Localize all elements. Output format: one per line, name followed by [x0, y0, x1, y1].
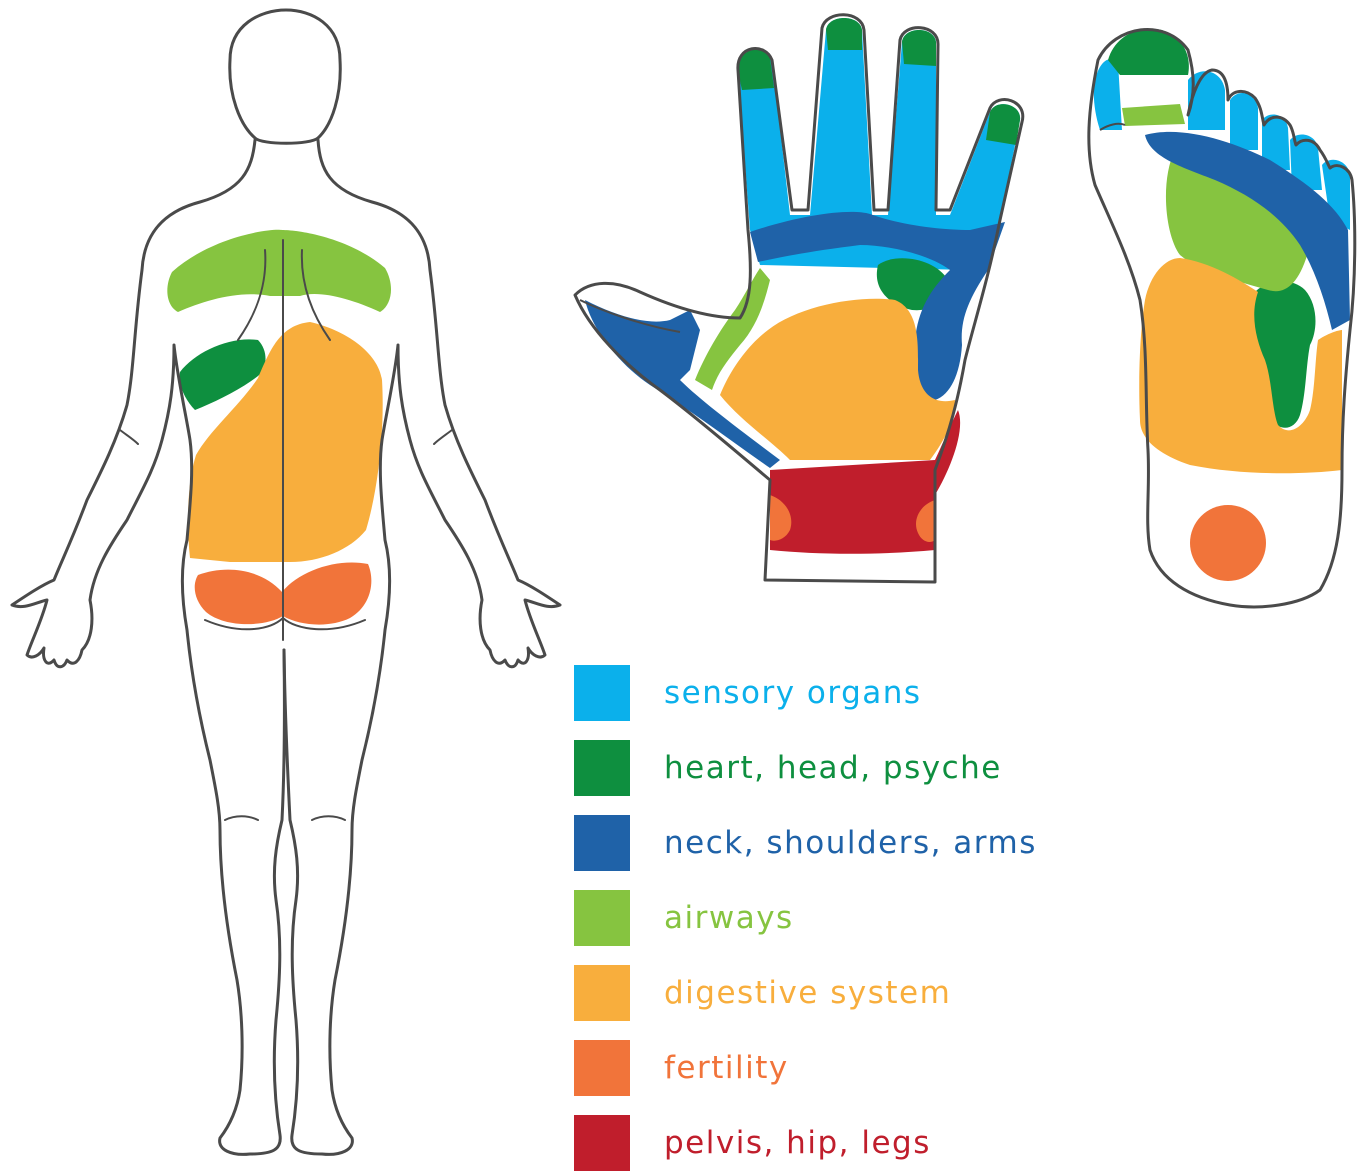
- legend-item-digestive: digestive system: [574, 965, 951, 1021]
- foot-zone-fertility: [1190, 505, 1266, 581]
- legend-label-pelvis: pelvis, hip, legs: [664, 1125, 931, 1161]
- legend-swatch-sensory: [574, 665, 630, 721]
- body-zone-airways: [167, 230, 391, 312]
- legend-swatch-digestive: [574, 965, 630, 1021]
- legend-label-sensory: sensory organs: [664, 675, 922, 711]
- legend-label-fertility: fertility: [664, 1050, 789, 1086]
- body-back-view: [12, 10, 560, 1154]
- legend-swatch-pelvis: [574, 1115, 630, 1171]
- legend-item-heart: heart, head, psyche: [574, 740, 1002, 796]
- legend-swatch-neck: [574, 815, 630, 871]
- legend-swatch-fertility: [574, 1040, 630, 1096]
- legend-item-pelvis: pelvis, hip, legs: [574, 1115, 931, 1171]
- legend-item-sensory: sensory organs: [574, 665, 922, 721]
- body-head-outline: [230, 10, 340, 143]
- legend-swatch-airways: [574, 890, 630, 946]
- foot-zone-digestive: [1139, 258, 1342, 473]
- legend-label-neck: neck, shoulders, arms: [664, 825, 1037, 861]
- legend-item-fertility: fertility: [574, 1040, 789, 1096]
- legend-swatch-heart: [574, 740, 630, 796]
- legend-label-heart: heart, head, psyche: [664, 750, 1002, 786]
- legend-item-airways: airways: [574, 890, 794, 946]
- legend-item-neck: neck, shoulders, arms: [574, 815, 1037, 871]
- legend-label-airways: airways: [664, 900, 794, 936]
- foot-view: [1089, 29, 1355, 607]
- legend-label-digestive: digestive system: [664, 975, 951, 1011]
- hand-view: [575, 15, 1023, 582]
